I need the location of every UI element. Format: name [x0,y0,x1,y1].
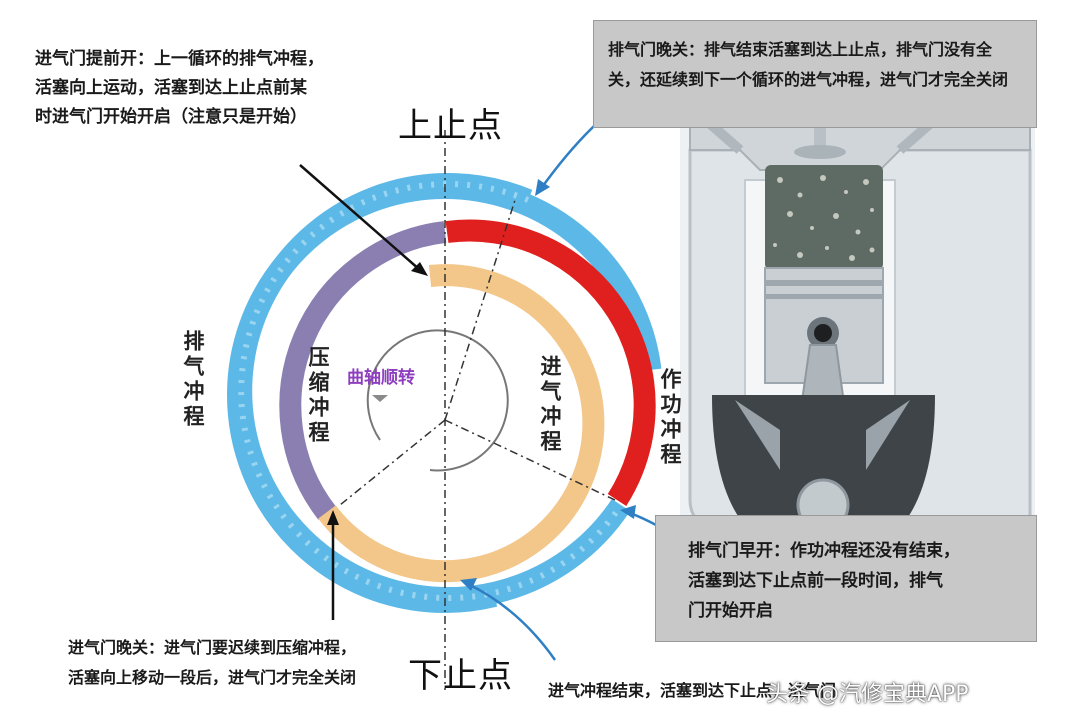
timing-rings [227,130,663,690]
engine-cylinder-illustration [680,110,1035,622]
note-exhaust-open-early: 排气门早开：作功冲程还没有结束， 活塞到达下止点前一段时间，排气 门开始开启 [688,541,960,621]
power-stroke-label: 作功冲程 [658,368,683,468]
intake-ring [318,264,605,583]
note-box-exhaust-close-late: 排气门晚关：排气结束活塞到达上止点，排气门没有全 关，还延续到下一个循环的进气冲… [593,20,1037,128]
bdc-label: 下止点 [408,656,513,696]
note-intake-end: 进气冲程结束，活塞到达下止点，进气门 [548,681,837,700]
tdc-label: 上止点 [398,106,503,146]
watermark: 头条 @汽修宝典APP [766,682,969,707]
note-intake-open-early: 进气门提前开：上一循环的排气冲程， 活塞向上运动，活塞到达上止点前某 时进气门开… [35,49,324,127]
note-exhaust-close-late: 排气门晚关：排气结束活塞到达上止点，排气门没有全 关，还延续到下一个循环的进气冲… [608,40,1009,89]
crank-rotation-arc [366,329,509,472]
intake-stroke-label: 进气冲程 [538,355,563,455]
crank-rotation-label: 曲轴顺转 [347,368,415,388]
note-box-exhaust-open-early: 排气门早开：作功冲程还没有结束， 活塞到达下止点前一段时间，排气 门开始开启 [655,515,1037,642]
crank-rotation-arrowhead [372,395,388,402]
power-ring [445,219,656,506]
note-intake-close-late: 进气门晚关：进气门要迟续到压缩冲程， 活塞向上移动一段后，进气门才完全关闭 [68,638,357,687]
exhaust-stroke-label: 排气冲程 [181,330,206,430]
compression-stroke-label: 压缩冲程 [306,346,331,446]
